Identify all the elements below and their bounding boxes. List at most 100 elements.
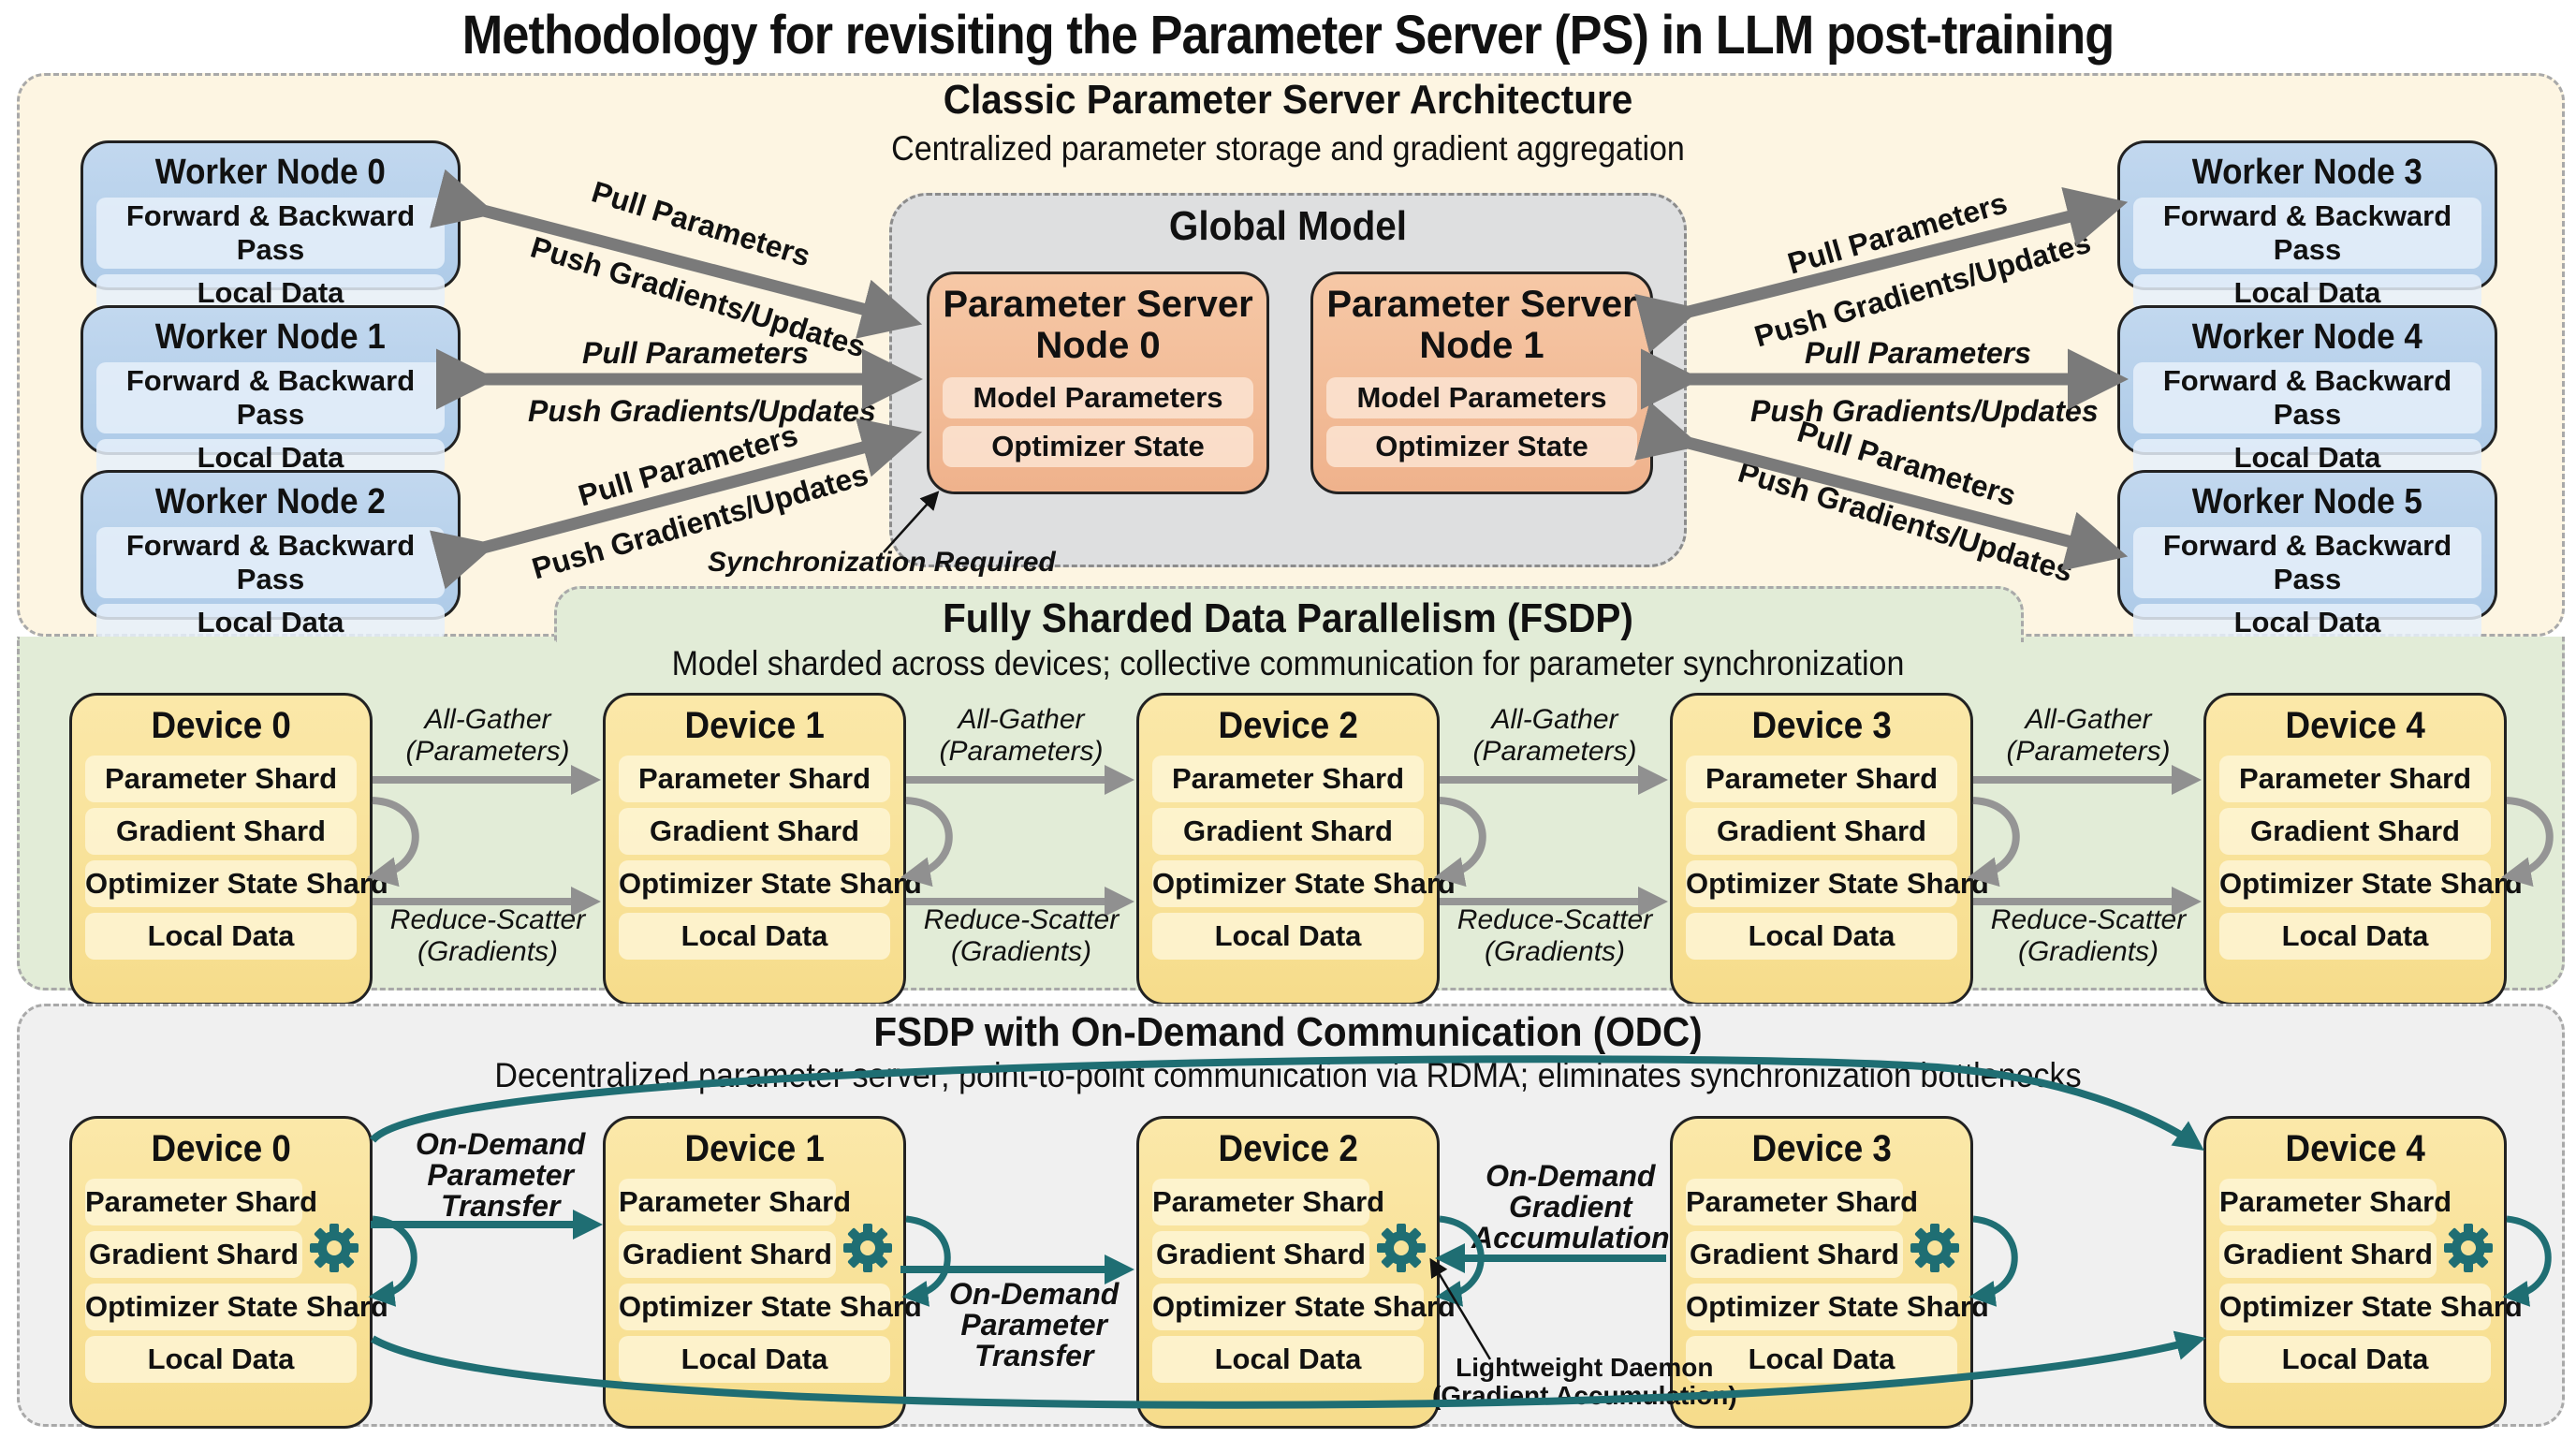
label-line: (Parameters) [939,736,1104,767]
device-row: Parameter Shard [619,756,890,802]
ps-node-row: Optimizer State [1326,426,1637,467]
ps-node-row: Model Parameters [943,377,1253,418]
label-line: Transfer [973,1339,1094,1372]
label-line: Parameter [960,1308,1107,1342]
classic-ps-title: Classic Parameter Server Architecture [943,77,1633,123]
reduce-scatter-label: Reduce-Scatter(Gradients) [1442,904,1667,968]
device-row: Optimizer State Shard [85,1284,388,1330]
device-row: Local Data [2219,1336,2491,1383]
gear-icon [842,1223,893,1273]
device-row: Gradient Shard [2219,1231,2437,1278]
device-row: Parameter Shard [2219,1179,2452,1225]
device-row: Parameter Shard [85,1179,317,1225]
fsdp-subtitle: Model sharded across devices; collective… [671,644,1905,682]
all-gather-label: All-Gather(Parameters) [1452,704,1658,768]
device-row: Local Data [85,913,357,960]
device-row: Optimizer State Shard [1686,860,1989,907]
device-row: Optimizer State Shard [1152,1284,1456,1330]
device-row: Parameter Shard [619,1179,851,1225]
device-title: Device 0 [151,1128,291,1169]
device-title: Device 0 [151,705,291,746]
label-line: All-Gather [958,704,1085,735]
label-line: (Parameters) [1472,736,1637,767]
device-title: Device 1 [684,705,825,746]
worker-title: Worker Node 3 [2191,153,2423,192]
device-title: Device 2 [1218,705,1358,746]
all-gather-label: All-Gather(Parameters) [385,704,591,768]
device-title: Device 1 [684,1128,825,1169]
worker-row: Local Data [2133,604,2481,641]
label-line: Reduce-Scatter [1990,904,2187,935]
device-row: Parameter Shard [1152,756,1424,802]
figure-title: Methodology for revisiting the Parameter… [461,5,2115,66]
device-row: Parameter Shard [1152,1179,1384,1225]
ps-node-row: Model Parameters [1326,377,1637,418]
device-row: Optimizer State Shard [1686,1284,1989,1330]
label-line: (Gradient Accumulation) [1432,1381,1737,1410]
device-row: Gradient Shard [619,1231,836,1278]
daemon-note: Lightweight Daemon (Gradient Accumulatio… [1432,1354,1737,1410]
worker-title: Worker Node 2 [154,482,387,521]
label-line: All-Gather [1491,704,1618,735]
gear-icon [2443,1223,2494,1273]
label-line: All-Gather [2025,704,2152,735]
device-row: Optimizer State Shard [2219,860,2523,907]
label-line: Accumulation [1471,1221,1670,1255]
device-row: Local Data [1152,1336,1424,1383]
device-row: Parameter Shard [1686,756,1957,802]
label-line: On-Demand [1486,1159,1656,1193]
device-row: Optimizer State Shard [1152,860,1456,907]
device-row: Gradient Shard [2219,808,2491,855]
odc-param-transfer-label-1: On-Demand Parameter Transfer [416,1129,585,1222]
label-line: Transfer [440,1189,561,1223]
worker-row: Forward & Backward Pass [96,362,445,433]
ps-node-title-line1: Parameter Server [943,284,1253,325]
pull-label-w4: Pull Parameters [1805,336,2031,370]
device-row: Gradient Shard [85,808,357,855]
worker-title: Worker Node 1 [154,317,387,357]
label-line: On-Demand [416,1127,586,1161]
device-row: Local Data [619,1336,890,1383]
label-line: Gradient [1509,1190,1632,1224]
gear-icon [1376,1223,1427,1273]
device-title: Device 3 [1751,1128,1892,1169]
device-row: Optimizer State Shard [619,1284,922,1330]
device-row: Local Data [1686,913,1957,960]
push-label-w1: Push Gradients/Updates [528,394,876,428]
worker-node-1: Worker Node 1 Forward & Backward Pass Lo… [80,305,461,477]
device-title: Device 3 [1751,705,1892,746]
label-line: (Parameters) [2006,736,2171,767]
label-line: All-Gather [424,704,551,735]
all-gather-label: All-Gather(Parameters) [1985,704,2191,768]
worker-title: Worker Node 0 [154,153,387,192]
fsdp-title: Fully Sharded Data Parallelism (FSDP) [943,595,1633,641]
device-row: Local Data [2219,913,2491,960]
device-row: Parameter Shard [1686,1179,1918,1225]
label-line: (Gradients) [950,936,1092,967]
ps-node-row: Optimizer State [943,426,1253,467]
classic-ps-subtitle: Centralized parameter storage and gradie… [891,129,1685,168]
worker-node-0: Worker Node 0 Forward & Backward Pass Lo… [80,140,461,312]
worker-node-4: Worker Node 4 Forward & Backward Pass Lo… [2117,305,2497,477]
device-row: Local Data [85,1336,357,1383]
odc-param-transfer-label-2: On-Demand Parameter Transfer [949,1279,1119,1372]
device-row: Gradient Shard [85,1231,302,1278]
ps-node-title-line2: Node 0 [1035,325,1161,366]
fsdp-panel-tab [554,586,2024,642]
sync-required-note: Synchronization Required [708,547,1056,578]
device-row: Parameter Shard [85,756,357,802]
parameter-server-node-0: Parameter Server Node 0 Model Parameters… [927,271,1269,494]
label-line: (Parameters) [405,736,570,767]
worker-row: Forward & Backward Pass [2133,527,2481,598]
ps-node-title-line1: Parameter Server [1326,284,1637,325]
device-row: Gradient Shard [619,808,890,855]
odc-grad-accum-label: On-Demand Gradient Accumulation [1471,1161,1670,1254]
worker-node-5: Worker Node 5 Forward & Backward Pass Lo… [2117,470,2497,641]
label-line: (Gradients) [417,936,559,967]
device-row: Gradient Shard [1152,808,1424,855]
